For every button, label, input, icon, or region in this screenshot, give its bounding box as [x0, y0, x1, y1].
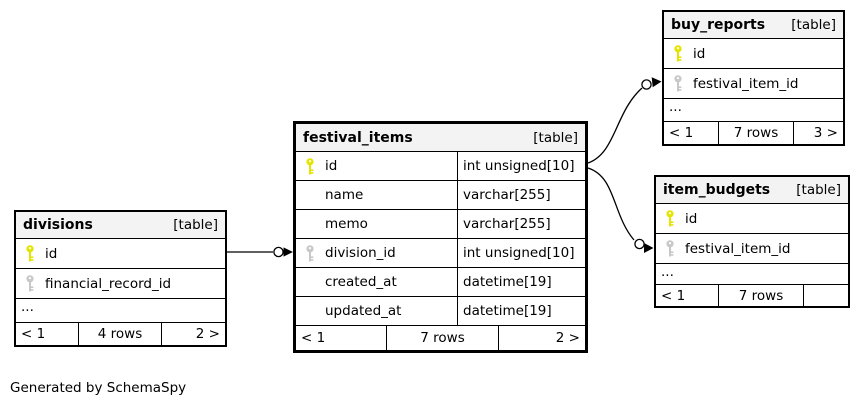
column-name: id [45, 245, 58, 262]
row-count: 7 rows [718, 285, 804, 306]
primary-key-icon [674, 45, 682, 62]
column-name: division_id [325, 245, 396, 261]
child-count: 3 > [813, 125, 838, 141]
foreign-key-icon [666, 240, 674, 257]
column-name: id [693, 45, 706, 62]
relationship-edge-festival-items-buy-reports [587, 77, 662, 164]
table-node-divisions[interactable]: divisions [table] id financial_record_id… [14, 210, 227, 347]
column-type: varchar[255] [457, 210, 585, 238]
column-row-memo: memo varchar[255] [296, 209, 585, 238]
column-row-financial-record-id: financial_record_id [16, 268, 225, 298]
column-row-festival-item-id: festival_item_id [656, 233, 848, 263]
table-header: divisions [table] [16, 212, 225, 238]
row-count: 4 rows [78, 323, 162, 345]
column-name: updated_at [325, 303, 402, 319]
column-type: datetime[19] [457, 297, 585, 325]
foreign-key-icon [26, 275, 34, 292]
foreign-key-icon [306, 244, 314, 261]
column-name: id [685, 210, 698, 227]
column-row-division-id: division_id int unsigned[10] [296, 238, 585, 267]
generator-note: Generated by SchemaSpy [10, 380, 187, 396]
table-stats-row: < 1 7 rows [656, 284, 848, 306]
column-type: datetime[19] [457, 268, 585, 296]
relationship-edge-festival-items-item-budgets [587, 167, 654, 253]
column-name: financial_record_id [45, 275, 172, 292]
row-count: 7 rows [718, 122, 794, 144]
column-type: int unsigned[10] [457, 152, 585, 180]
primary-key-icon [26, 245, 34, 262]
table-header: item_budgets [table] [656, 177, 848, 203]
relationship-edge-divisions-festival-items [227, 246, 293, 258]
table-name-link[interactable]: buy_reports [671, 17, 766, 33]
column-name: festival_item_id [693, 75, 799, 92]
table-name-link[interactable]: festival_items [303, 129, 413, 146]
column-row-festival-item-id: festival_item_id [664, 68, 843, 98]
child-count [804, 285, 848, 306]
table-type-badge: [table] [533, 129, 578, 146]
child-count: 2 > [195, 326, 220, 342]
column-row-id: id [656, 203, 848, 233]
parent-count: < 1 [301, 330, 326, 346]
table-node-festival-items[interactable]: festival_items [table] id int unsigned[1… [293, 121, 588, 353]
table-header: festival_items [table] [296, 124, 585, 151]
column-name: name [325, 187, 364, 203]
table-header: buy_reports [table] [664, 12, 843, 38]
table-type-badge: [table] [173, 217, 218, 233]
row-count: 7 rows [386, 326, 499, 350]
column-name: id [325, 158, 338, 174]
foreign-key-icon [674, 75, 682, 92]
columns-ellipsis: ... [16, 298, 225, 322]
column-name: festival_item_id [685, 240, 791, 257]
table-stats-row: < 1 7 rows 3 > [664, 121, 843, 144]
table-name-link[interactable]: divisions [23, 217, 93, 233]
table-node-item-budgets[interactable]: item_budgets [table] id festival_item_id… [654, 175, 850, 308]
parent-count: < 1 [661, 287, 686, 304]
column-row-id: id [16, 238, 225, 268]
column-row-updated-at: updated_at datetime[19] [296, 296, 585, 325]
table-node-buy-reports[interactable]: buy_reports [table] id festival_item_id … [662, 10, 845, 146]
column-row-id: id int unsigned[10] [296, 151, 585, 180]
table-type-badge: [table] [791, 17, 836, 33]
table-stats-row: < 1 7 rows 2 > [296, 325, 585, 350]
parent-count: < 1 [669, 125, 694, 141]
table-stats-row: < 1 4 rows 2 > [16, 322, 225, 345]
column-type: varchar[255] [457, 181, 585, 209]
columns-ellipsis: ... [656, 263, 848, 284]
parent-count: < 1 [21, 326, 46, 342]
table-type-badge: [table] [796, 182, 841, 198]
column-name: memo [325, 216, 368, 232]
child-count: 2 > [555, 330, 580, 346]
columns-ellipsis: ... [664, 98, 843, 121]
primary-key-icon [306, 157, 314, 174]
primary-key-icon [666, 210, 674, 227]
column-type: int unsigned[10] [457, 239, 585, 267]
column-name: created_at [325, 274, 397, 290]
column-row-name: name varchar[255] [296, 180, 585, 209]
column-row-created-at: created_at datetime[19] [296, 267, 585, 296]
table-name-link[interactable]: item_budgets [663, 182, 771, 198]
column-row-id: id [664, 38, 843, 68]
